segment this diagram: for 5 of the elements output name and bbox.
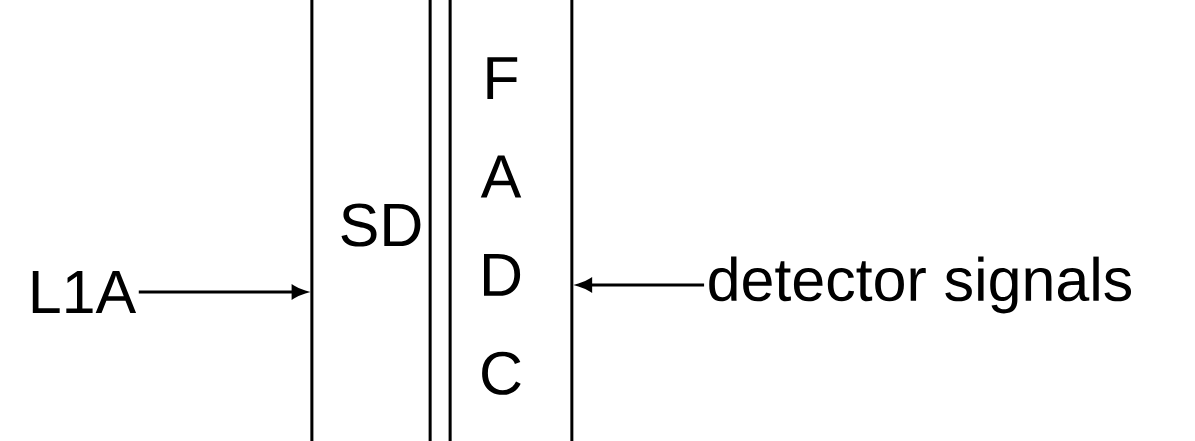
signal-label: L1A bbox=[32, 271, 137, 313]
module-box: SD bbox=[310, 0, 452, 441]
module-box: F A D C bbox=[428, 0, 574, 441]
signal-label: detector signals bbox=[709, 256, 1132, 314]
arrow bbox=[138, 285, 307, 299]
